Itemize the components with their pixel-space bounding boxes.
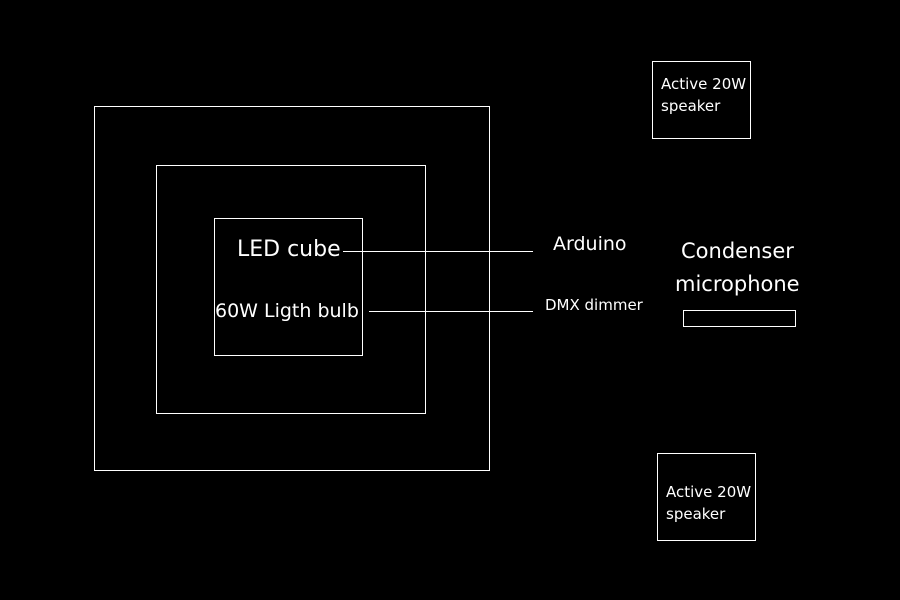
microphone-shape xyxy=(683,310,796,327)
speaker-bottom-label-line2: speaker xyxy=(666,505,726,523)
speaker-top-box: Active 20W speaker xyxy=(652,61,751,139)
speaker-bottom-label-line1: Active 20W xyxy=(666,483,752,501)
speaker-bottom-box: Active 20W speaker xyxy=(657,453,756,541)
middle-enclosure-box xyxy=(156,165,426,414)
light-bulb-to-dmx-dimmer-line xyxy=(369,311,533,312)
outer-enclosure-box xyxy=(94,106,490,471)
inner-enclosure-box xyxy=(214,218,363,356)
microphone-label-line1: Condenser xyxy=(681,239,794,263)
speaker-top-label-line1: Active 20W xyxy=(661,75,747,93)
led-cube-label: LED cube xyxy=(237,237,341,262)
microphone-label-line2: microphone xyxy=(675,272,800,296)
light-bulb-label: 60W Ligth bulb xyxy=(215,300,359,322)
speaker-top-label-line2: speaker xyxy=(661,97,721,115)
arduino-label: Arduino xyxy=(553,233,627,255)
dmx-dimmer-label: DMX dimmer xyxy=(545,296,643,314)
led-cube-to-arduino-line xyxy=(343,251,533,252)
